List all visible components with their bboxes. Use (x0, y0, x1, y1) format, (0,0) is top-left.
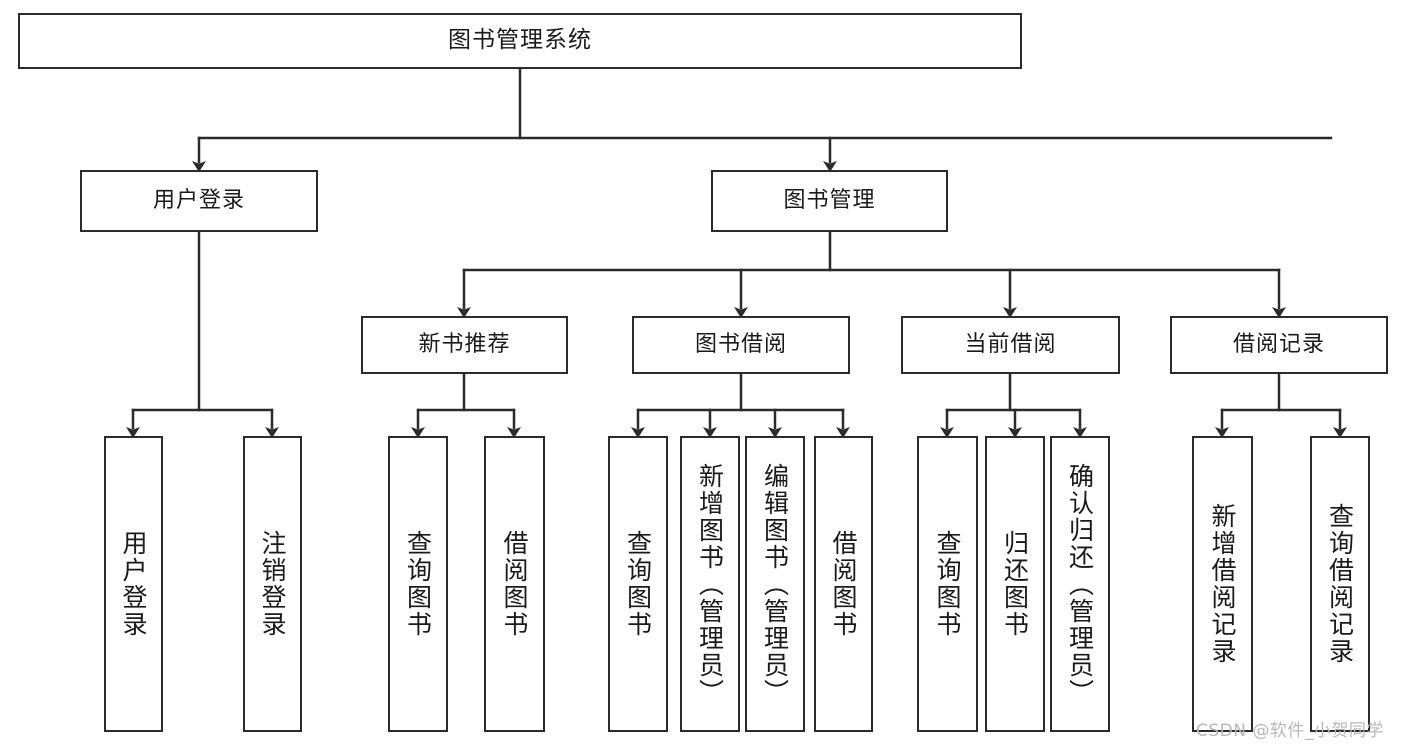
node-leaf-query-book-recommend[interactable]: 查询图书 (388, 436, 448, 732)
node-root-system[interactable]: 图书管理系统 (18, 13, 1022, 69)
node-label: 借阅记录 (1232, 331, 1325, 357)
node-leaf-confirm-return[interactable]: 确认归还（管理员） (1050, 436, 1110, 732)
node-label: 查询图书 (403, 530, 433, 638)
node-label: 图书管理 (783, 187, 876, 213)
node-label: 归还图书 (1000, 530, 1030, 638)
node-label: 图书借阅 (694, 331, 787, 357)
node-label: 图书管理系统 (448, 27, 592, 54)
node-book-borrow[interactable]: 图书借阅 (632, 316, 850, 374)
node-label: 查询借阅记录 (1325, 503, 1355, 665)
node-label: 借阅图书 (829, 530, 858, 638)
node-leaf-edit-book[interactable]: 编辑图书（管理员） (745, 436, 805, 732)
node-label: 用户登录 (152, 187, 245, 213)
node-leaf-return-book[interactable]: 归还图书 (985, 436, 1045, 732)
node-label: 新增图书（管理员） (695, 462, 725, 706)
node-current-borrow[interactable]: 当前借阅 (901, 316, 1120, 374)
node-leaf-add-borrow-record[interactable]: 新增借阅记录 (1192, 436, 1253, 732)
node-label: 编辑图书（管理员） (760, 462, 790, 706)
node-leaf-query-borrow-record[interactable]: 查询借阅记录 (1310, 436, 1370, 732)
node-leaf-borrow-book-recommend[interactable]: 借阅图书 (484, 436, 545, 732)
node-leaf-borrow-book[interactable]: 借阅图书 (814, 436, 873, 732)
node-label: 当前借阅 (964, 331, 1057, 357)
csdn-watermark: CSDN @软件_小贺同学 (1196, 721, 1384, 741)
node-label: 查询图书 (933, 530, 962, 638)
node-new-book-recommend[interactable]: 新书推荐 (361, 316, 568, 374)
node-label: 借阅图书 (500, 530, 529, 638)
node-leaf-user-login[interactable]: 用户登录 (104, 436, 163, 732)
node-book-manage[interactable]: 图书管理 (711, 170, 948, 232)
node-label: 查询图书 (623, 530, 653, 638)
node-label: 确认归还（管理员） (1065, 462, 1095, 706)
node-label: 注销登录 (258, 530, 287, 638)
node-leaf-add-book[interactable]: 新增图书（管理员） (680, 436, 740, 732)
node-leaf-logout[interactable]: 注销登录 (243, 436, 302, 732)
node-user-login[interactable]: 用户登录 (80, 170, 318, 232)
node-label: 新增借阅记录 (1208, 503, 1237, 665)
node-borrow-record[interactable]: 借阅记录 (1170, 316, 1388, 374)
node-label: 用户登录 (119, 530, 148, 638)
node-leaf-query-book-current[interactable]: 查询图书 (917, 436, 978, 732)
node-label: 新书推荐 (418, 331, 511, 357)
node-leaf-query-book-borrow[interactable]: 查询图书 (608, 436, 668, 732)
